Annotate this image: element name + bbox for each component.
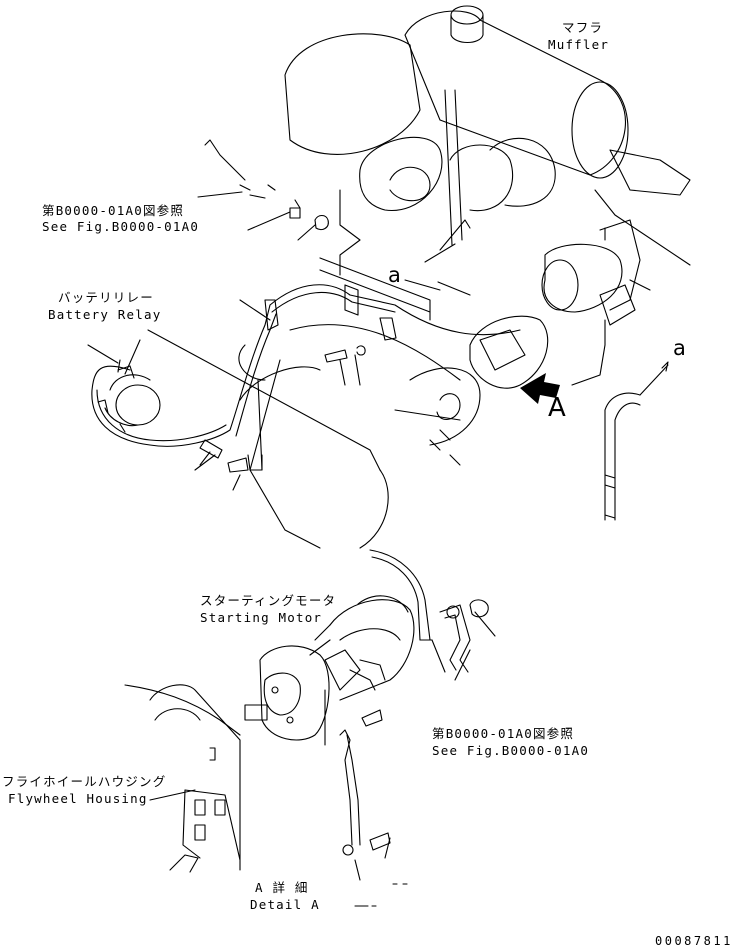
flywheel-housing-mid — [239, 324, 461, 549]
battery-relay-drawing — [87, 339, 161, 433]
marker-A-view: A — [548, 393, 566, 423]
reference-bottom-en: See Fig.B0000-01A0 — [432, 743, 590, 758]
cable-detail-a — [604, 361, 669, 521]
leader-lines-top — [147, 191, 606, 491]
muffler-drawing — [284, 5, 691, 326]
starting-motor-label-jp: スターティングモータ — [200, 593, 337, 608]
flywheel-housing-bottom — [124, 684, 241, 873]
brackets — [227, 284, 397, 473]
document-number: 00087811 — [655, 934, 732, 948]
detail-label-jp: A 詳 細 — [255, 880, 309, 895]
wire-harness — [91, 284, 521, 447]
reference-bottom-jp: 第B0000-01A0図参照 — [432, 726, 575, 741]
view-arrow-A — [520, 373, 560, 404]
starting-motor-drawing — [244, 595, 415, 746]
bolt-nut-top — [204, 139, 329, 231]
marker-a-right: a — [673, 336, 686, 360]
flywheel-housing-label-en: Flywheel Housing — [8, 791, 148, 806]
reference-top-jp: 第B0000-01A0図参照 — [42, 203, 185, 218]
battery-relay-label-jp: バッテリリレー — [58, 290, 154, 305]
starter-top-view — [409, 315, 549, 466]
ground-cable — [339, 709, 391, 881]
detail-marks — [354, 883, 408, 907]
flywheel-housing-label-jp: フライホイールハウジング — [2, 774, 167, 789]
detail-label-en: Detail A — [250, 897, 320, 912]
starting-motor-label-en: Starting Motor — [200, 610, 323, 625]
marker-a-top: a — [388, 263, 401, 287]
bolt-middle — [199, 345, 366, 466]
battery-relay-label-en: Battery Relay — [48, 307, 162, 322]
muffler-label-jp: マフラ — [562, 20, 604, 35]
muffler-label-en: Muffler — [548, 37, 610, 52]
cable-bottom — [369, 549, 496, 681]
reference-top-en: See Fig.B0000-01A0 — [42, 219, 200, 234]
